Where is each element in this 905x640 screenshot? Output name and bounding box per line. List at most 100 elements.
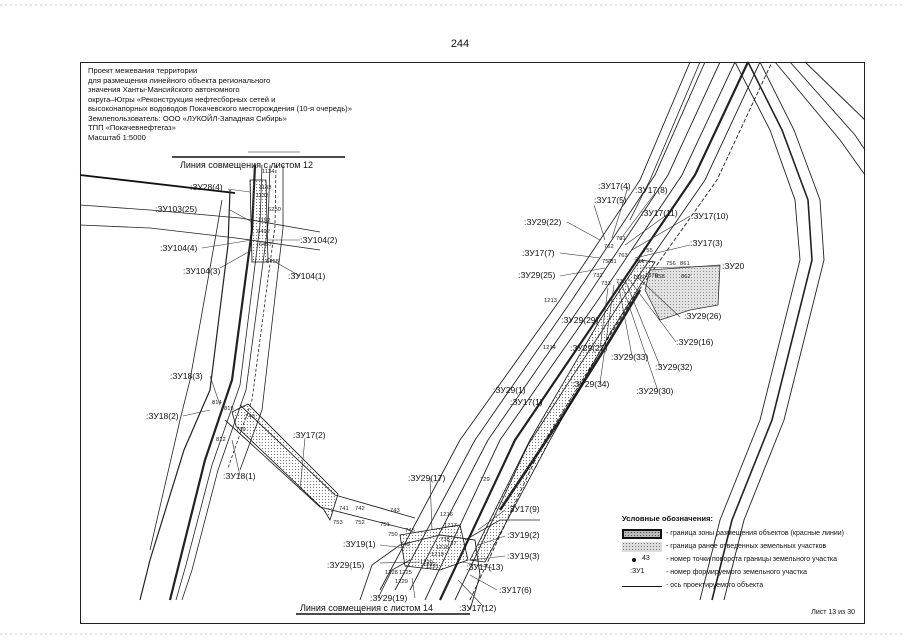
legend-text: - номер формируемого земельного участка: [666, 569, 807, 576]
title-line: значения Ханты-Мансийского автономного: [88, 85, 240, 94]
turn-point-label: 733: [601, 281, 611, 287]
parcel-label: :ЗУ17(7): [522, 248, 555, 258]
turn-point-label: 763: [618, 253, 628, 259]
turn-point-label: 745: [405, 528, 415, 534]
legend-text: - номер точки поворота границы земельног…: [666, 556, 838, 563]
legend-row-parcel: :ЗУ1 - номер формируемого земельного уча…: [622, 566, 862, 579]
turn-point-symbol: 43: [622, 555, 662, 565]
title-line: Масштаб 1:5000: [88, 132, 146, 142]
turn-point-label: 737: [447, 541, 457, 547]
parcel-label: :ЗУ17(3): [690, 238, 723, 248]
turn-point-label: 1216: [440, 512, 453, 518]
title-line: ТПП «Покачевнефтегаз»: [88, 123, 176, 132]
turn-point-label: 752: [355, 520, 365, 526]
turn-point-symbol-label: 43: [642, 554, 650, 562]
axis-line-symbol: [622, 581, 662, 591]
turn-point-label: 756: [666, 261, 676, 267]
parcel-label: :ЗУ19(2): [507, 530, 540, 540]
turn-point-label: 861: [680, 261, 690, 267]
turn-point-label: 738: [440, 537, 450, 543]
parcel-label: :ЗУ18(1): [223, 471, 256, 481]
parcel-label: :ЗУ29(33): [611, 352, 649, 362]
map-sheet-frame: [80, 62, 865, 624]
turn-point-label: 757: [602, 259, 612, 265]
parcel-label: :ЗУ17(12): [459, 603, 497, 613]
turn-point-label: 754: [634, 259, 644, 265]
turn-point-label: 751: [380, 522, 390, 528]
parcel-label: :ЗУ17(6): [499, 585, 532, 595]
turn-point-label: 730: [616, 279, 626, 285]
parcel-label: :ЗУ19(1): [343, 539, 376, 549]
sheet-number: Лист 13 из 30: [811, 609, 855, 616]
parcel-label: :ЗУ19(3): [507, 551, 540, 561]
turn-point-label: 729: [480, 477, 490, 483]
turn-point-label: 1214: [543, 345, 557, 351]
turn-point-label: 750: [388, 532, 398, 538]
parcel-label: :ЗУ17(9): [507, 504, 540, 514]
legend-text: - граница зоны размещения объектов (крас…: [666, 530, 845, 537]
turn-point-label: 814: [212, 400, 222, 406]
turn-point-label: 1217: [444, 523, 457, 529]
parcel-label: :ЗУ104(4): [160, 243, 198, 253]
parcel-number-symbol: :ЗУ1: [622, 568, 662, 578]
parcel-label: :ЗУ29(16): [676, 337, 714, 347]
turn-point-label: 1380: [633, 275, 646, 281]
main-corridor: [379, 61, 773, 601]
turn-point-label: 739: [236, 427, 246, 433]
parcel-label: :ЗУ104(2): [300, 235, 338, 245]
turn-point-label: 742: [355, 506, 365, 512]
turn-point-label: 732: [593, 273, 603, 279]
turn-point-label: 6492: [257, 229, 270, 235]
parcel-label: :ЗУ29(27): [570, 343, 608, 353]
turn-point-label: 743: [390, 508, 400, 514]
right-corridors: [629, 61, 866, 601]
turn-point-label: 740: [245, 414, 255, 420]
turn-point-label: 1219: [431, 552, 444, 558]
turn-point-label: 6458: [266, 259, 279, 265]
turn-point-label: 1370: [645, 273, 658, 279]
turn-point-label: 1220: [420, 560, 433, 566]
turn-point-label: 741: [339, 506, 349, 512]
title-block: Проект межевания территории для размещен…: [88, 66, 388, 142]
turn-point-label: 815: [224, 406, 234, 412]
parcel-label: :ЗУ17(2): [293, 430, 326, 440]
turn-point-label: 1225: [399, 570, 412, 576]
turn-point-label: 1229: [395, 579, 408, 585]
previous-parcel-symbol: [622, 541, 662, 552]
parcel-label: :ЗУ18(2): [146, 411, 179, 421]
zone-boundary-symbol: [622, 528, 662, 539]
legend-text: - ось проектируемого объекта: [666, 582, 764, 589]
turn-point-label: 6250: [268, 207, 281, 213]
title-line: Землепользователь: ООО «ЛУКОЙЛ-Западная …: [88, 113, 287, 123]
parcel-label: :ЗУ29(1): [493, 385, 526, 395]
allotted-parcel: [644, 264, 721, 321]
title-line: округа–Югры «Реконструкция нефтесборных …: [88, 94, 276, 104]
parcel-label: :ЗУ104(1): [288, 271, 326, 281]
parcel-label: :ЗУ17(8): [635, 185, 668, 195]
parcel-label: :ЗУ103(25): [155, 204, 197, 214]
turn-point-label: 749: [400, 542, 410, 548]
parcel-label: :ЗУ17(4): [598, 181, 631, 191]
point-labels: 1134113311326250115264926457645881481574…: [212, 169, 691, 585]
parcel-label: :ЗУ29(19): [370, 593, 408, 603]
turn-point-label: 1152: [258, 218, 270, 224]
parcel-label: :ЗУ17(5): [594, 195, 627, 205]
turn-point-label: 1133: [259, 185, 271, 191]
parcel-label: :ЗУ104(3): [183, 266, 221, 276]
turn-point-label: 731: [607, 259, 617, 265]
parcel-label: :ЗУ29(29): [561, 315, 599, 325]
turn-point-label: 858: [655, 274, 665, 280]
lower-cluster: [359, 519, 540, 611]
turn-point-label: 862: [681, 274, 691, 280]
title-line: высоконапорных водоводов Покачевского ме…: [88, 104, 352, 113]
turn-point-label: 1228: [385, 570, 398, 576]
match-line-top-label: Линия совмещения с листом 12: [180, 160, 313, 170]
parcel-label: :ЗУ20: [722, 261, 745, 271]
parcel-labels: :ЗУ28(4):ЗУ103(25):ЗУ104(2):ЗУ104(4):ЗУ1…: [146, 181, 745, 613]
turn-point-label: 6457: [259, 242, 272, 248]
legend-row-previous: - граница ранее отведенных земельных уча…: [622, 540, 862, 553]
turn-point-label: 762: [604, 244, 614, 250]
legend: Условные обозначения: - граница зоны раз…: [622, 514, 862, 592]
parcel-label: :ЗУ29(15): [327, 560, 365, 570]
